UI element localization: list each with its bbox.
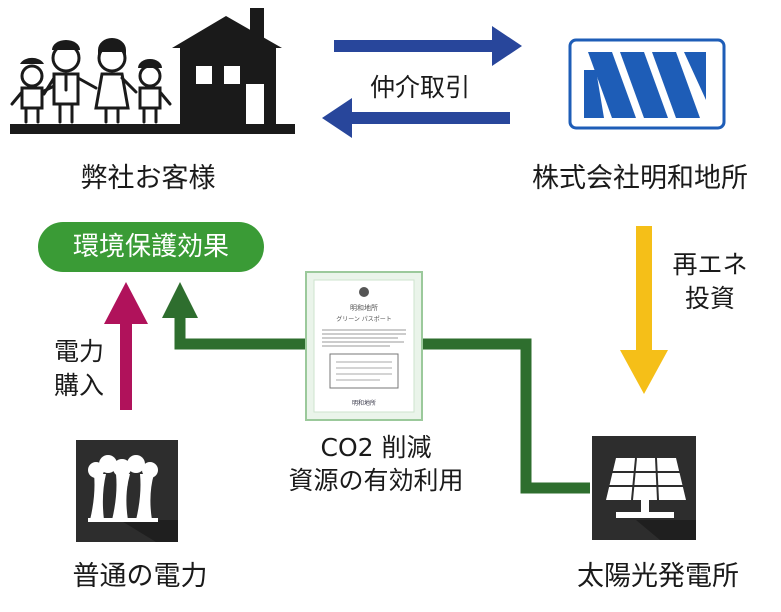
company-label: 株式会社明和地所 bbox=[532, 163, 748, 194]
normal-power-label: 普通の電力 bbox=[72, 561, 208, 592]
power-purchase-arrow bbox=[104, 282, 148, 410]
brokerage-label: 仲介取引 bbox=[369, 73, 470, 102]
investment-label-line1: 再エネ bbox=[672, 250, 748, 279]
environmental-benefit-badge: 環境保護効果 bbox=[38, 222, 264, 272]
investment-label: 再エネ 投資 bbox=[660, 248, 760, 316]
brokerage-arrows bbox=[322, 26, 522, 138]
investment-label-line2: 投資 bbox=[684, 283, 735, 313]
co2-reduction-path bbox=[162, 282, 590, 494]
co2-label: CO2 削減 資源の有効利用 bbox=[246, 432, 506, 497]
co2-label-line1: CO2 削減 bbox=[320, 433, 432, 462]
solar-panel-icon bbox=[592, 436, 696, 540]
certificate-title: 明和地所 bbox=[350, 304, 378, 312]
certificate-issuer: 明和地所 bbox=[351, 400, 376, 407]
certificate-subtitle: グリーン パスポート bbox=[336, 316, 392, 323]
investment-arrow bbox=[620, 226, 668, 394]
family-house-icon bbox=[10, 8, 295, 134]
solar-plant-label: 太陽光発電所 bbox=[577, 561, 739, 592]
co2-label-line2: 資源の有効利用 bbox=[288, 465, 464, 495]
power-purchase-label-line1: 電力 bbox=[53, 337, 104, 366]
power-purchase-label: 電力 購入 bbox=[44, 335, 114, 403]
factory-icon bbox=[76, 440, 178, 542]
company-logo-icon bbox=[568, 38, 726, 130]
power-purchase-label-line2: 購入 bbox=[53, 370, 104, 400]
certificate-icon bbox=[305, 271, 423, 421]
customer-label: 弊社お客様 bbox=[80, 163, 216, 194]
